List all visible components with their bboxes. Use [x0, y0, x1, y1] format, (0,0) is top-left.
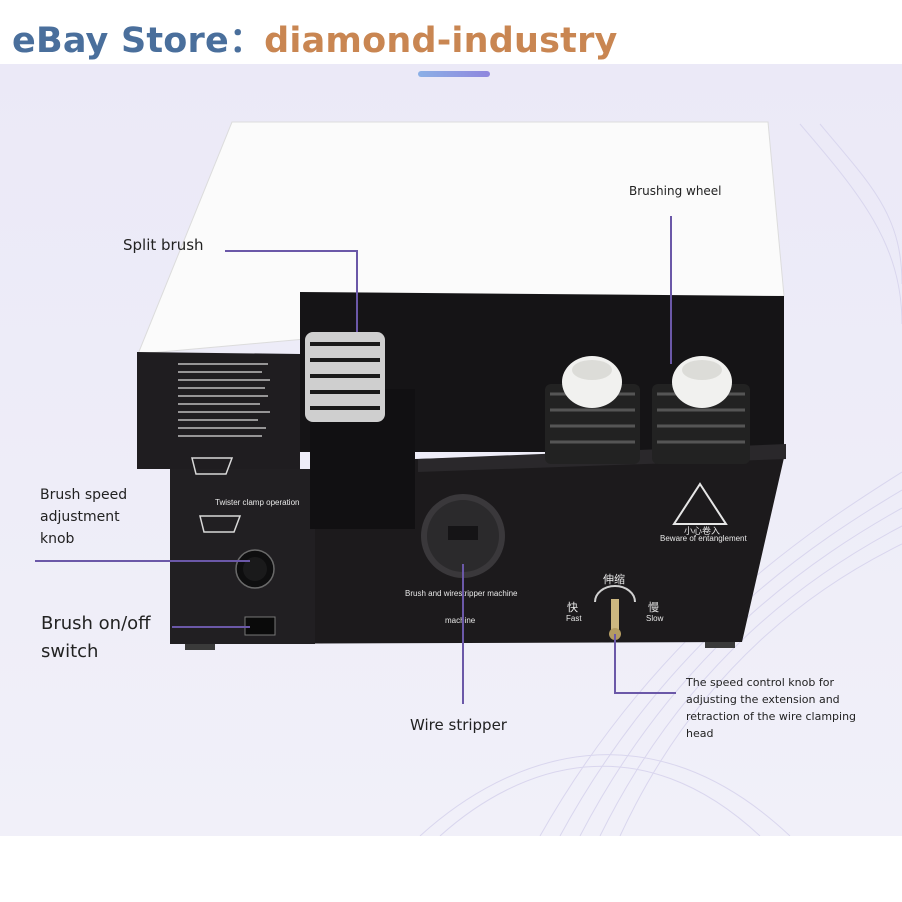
label-brushing-wheel: Brushing wheel	[629, 184, 722, 198]
label-speed-control: The speed control knob for adjusting the…	[686, 674, 856, 742]
warning-triangle	[672, 482, 728, 525]
store-title[interactable]: eBay Store：diamond-industry	[12, 12, 618, 63]
label-wire-stripper: Wire stripper	[410, 716, 507, 734]
warning-text-cn: 小心卷入	[684, 526, 721, 536]
fast-text-cn: 快	[567, 602, 578, 614]
machine-illustration	[137, 121, 786, 650]
machine-left-panel	[137, 352, 300, 469]
machine-plate-sub: machine	[445, 616, 476, 625]
label-split-brush: Split brush	[123, 236, 204, 254]
warning-text: Beware of entanglement	[660, 534, 747, 543]
label-on-off-line: Brush on/off	[41, 613, 151, 634]
label-speed-knob-line: adjustment	[40, 509, 120, 525]
store-name[interactable]: diamond-industry	[264, 21, 618, 61]
label-speed-knob: Brush speed adjustment knob	[40, 484, 127, 550]
callout-line-brushing-wheel	[670, 216, 672, 364]
label-speed-control-line: adjusting the extension and	[686, 693, 840, 706]
split-brush	[305, 332, 385, 422]
callout-line-speed-knob	[35, 560, 250, 562]
callout-line-speed-control-h	[614, 692, 676, 694]
callout-line-speed-control	[614, 634, 616, 694]
label-speed-control-line: head	[686, 727, 714, 740]
callout-line-wire-stripper	[462, 564, 464, 704]
clamp-operation-text: Twister clamp operation	[215, 498, 300, 507]
slow-text-cn: 慢	[648, 602, 659, 614]
fast-text: Fast	[566, 614, 582, 623]
product-image-panel: Brush and wirestripper machine machine B…	[0, 64, 902, 836]
label-on-off-line: switch	[41, 641, 99, 662]
callout-line-split-brush-drop	[356, 250, 358, 332]
brushing-wheel-right	[652, 356, 750, 464]
callout-line-split-brush	[225, 250, 358, 252]
callout-line-on-off	[172, 626, 250, 628]
clamp-icon	[191, 457, 234, 475]
page-header: eBay Store：diamond-industry	[0, 0, 902, 64]
label-speed-knob-line: knob	[40, 531, 75, 547]
label-speed-control-line: The speed control knob for	[686, 676, 834, 689]
extension-control-knob	[611, 599, 619, 633]
clamp-icon	[199, 515, 242, 533]
store-prefix: eBay Store：	[12, 21, 265, 61]
brushing-wheel-left	[545, 356, 640, 464]
retract-text-cn: 伸缩	[603, 574, 625, 586]
accent-bar	[418, 71, 490, 77]
label-speed-control-line: retraction of the wire clamping	[686, 710, 857, 723]
label-on-off-switch: Brush on/off switch	[41, 610, 151, 666]
slow-text: Slow	[646, 614, 664, 623]
machine-plate-text: Brush and wirestripper machine	[405, 589, 518, 598]
label-speed-knob-line: Brush speed	[40, 487, 128, 503]
